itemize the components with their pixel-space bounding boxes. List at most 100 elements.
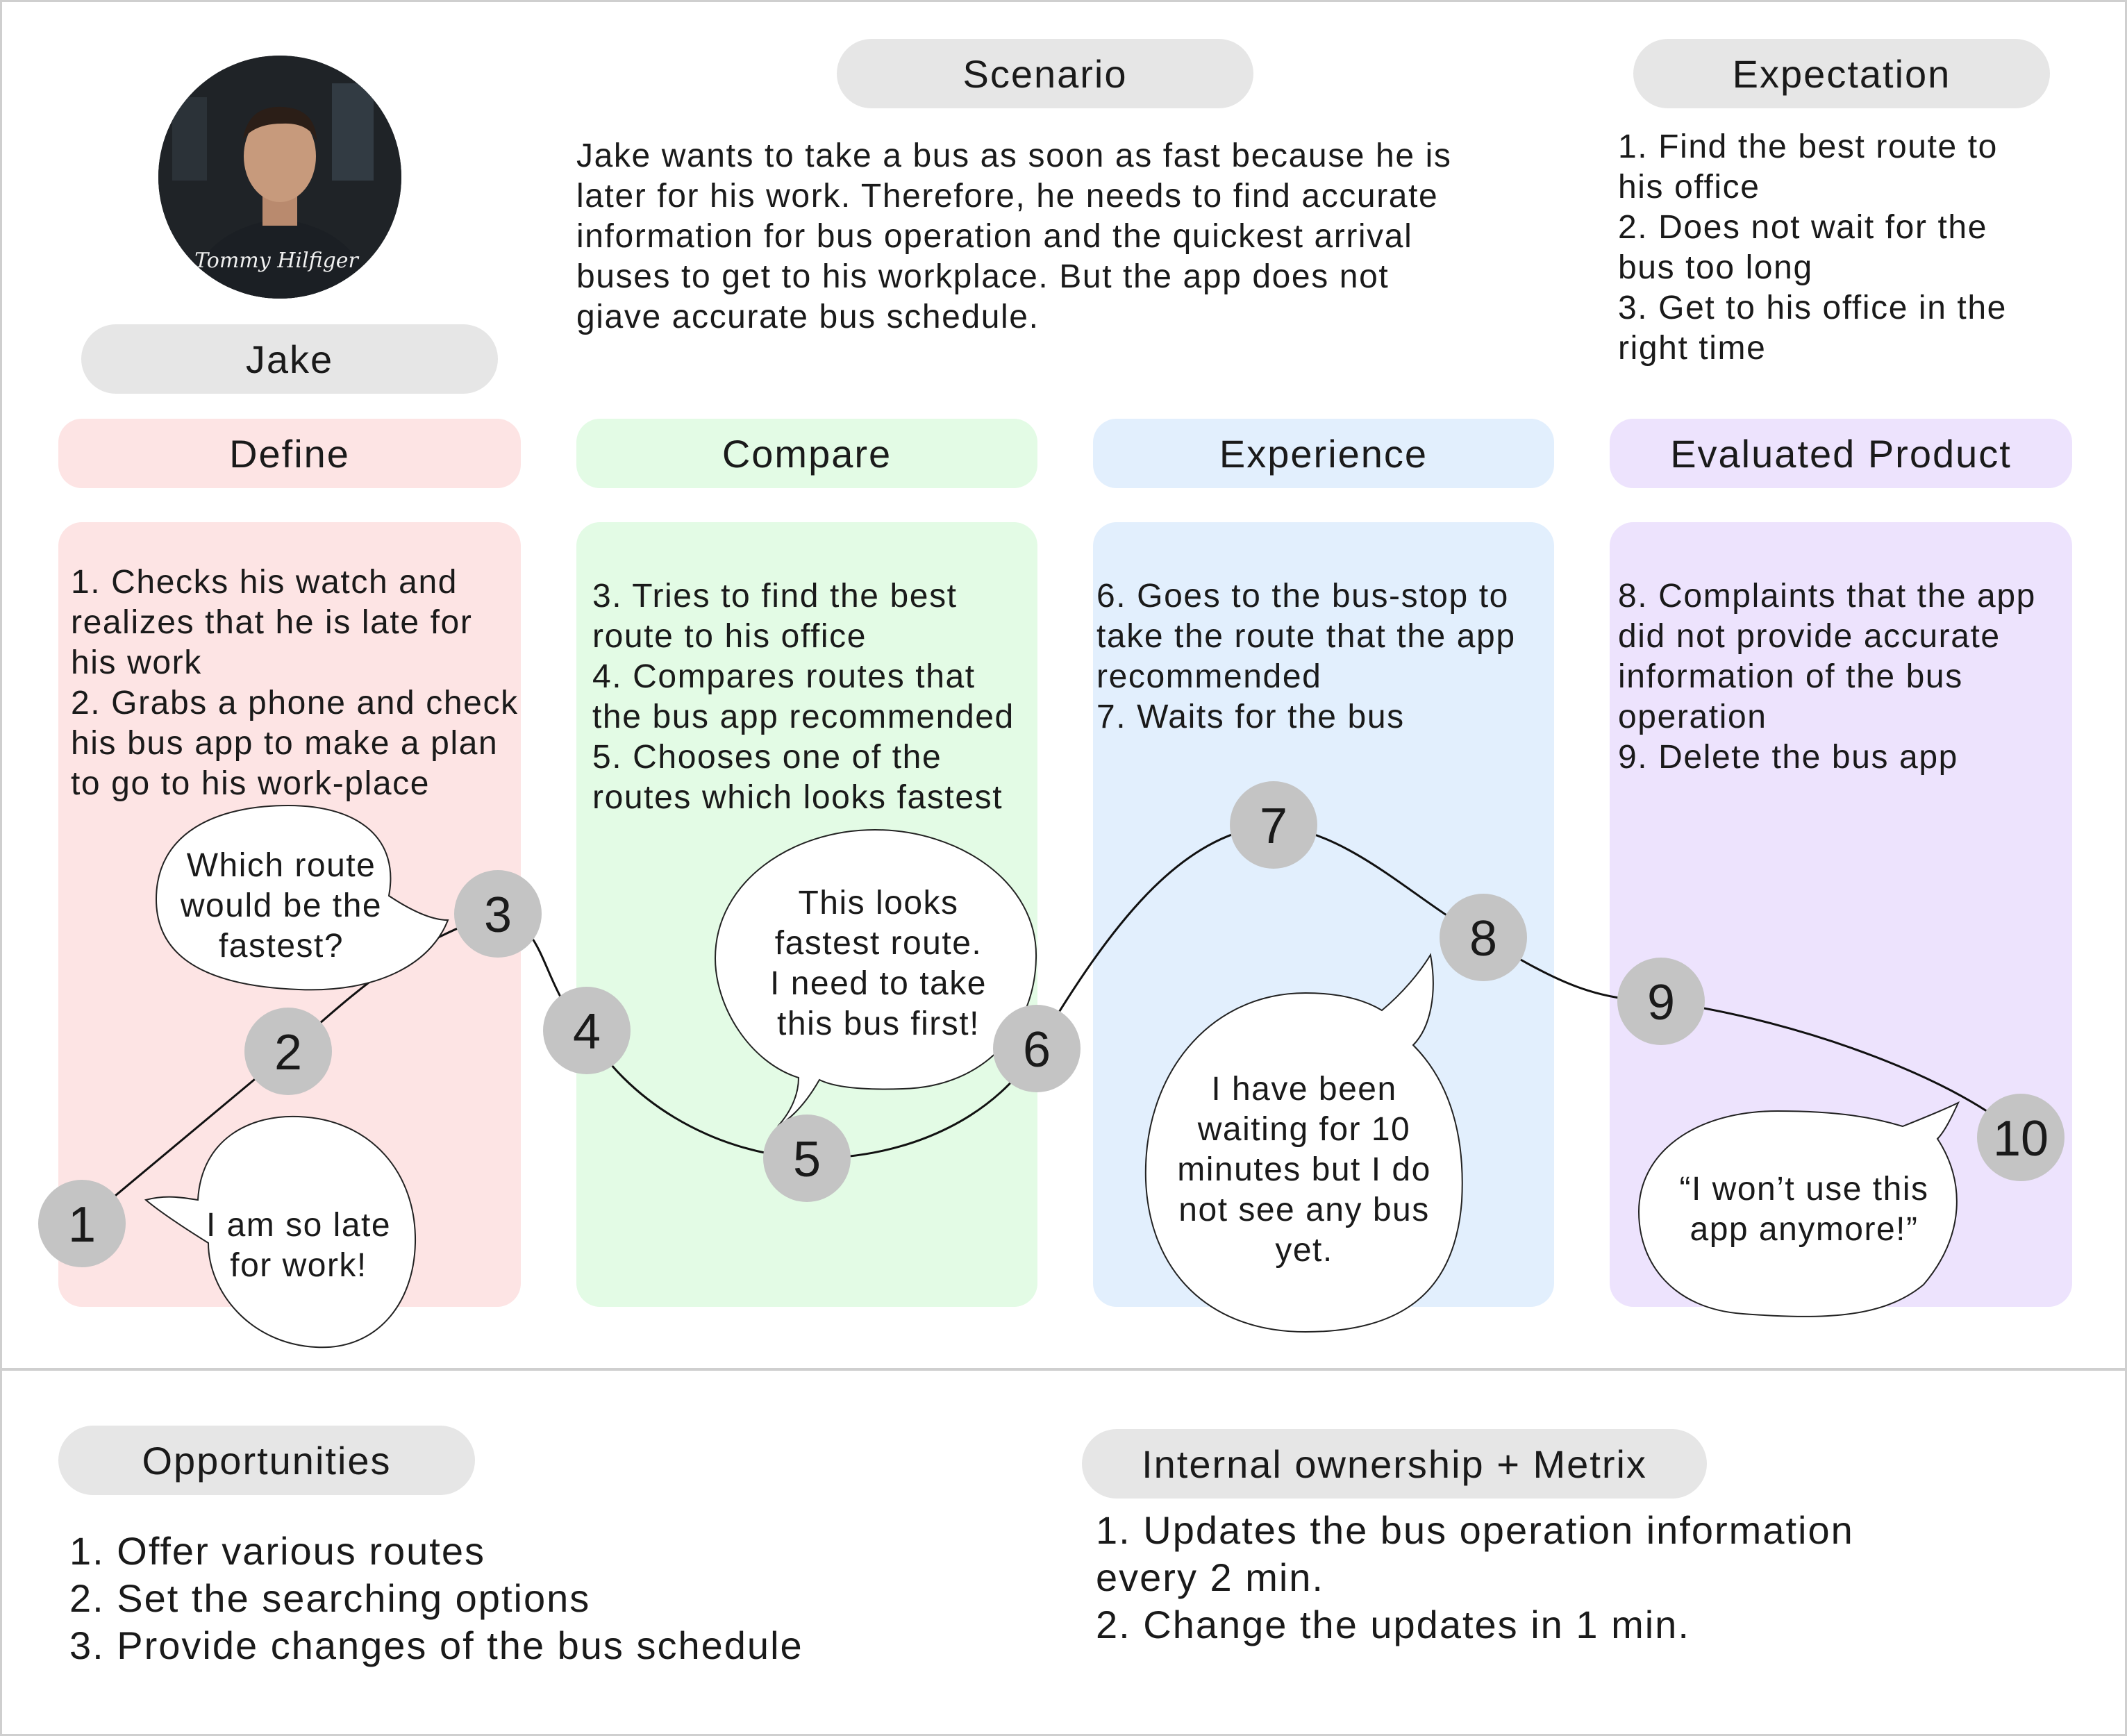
journey-node-6: 6 bbox=[993, 1005, 1081, 1092]
speech-bubble-waiting bbox=[1144, 953, 1463, 1333]
bubble-line: I need to take bbox=[770, 965, 987, 1002]
stage-experience-header: Experience bbox=[1093, 419, 1554, 488]
journey-node-7: 7 bbox=[1230, 781, 1317, 869]
stage-compare-steps: 3. Tries to find the best route to his o… bbox=[592, 576, 1015, 818]
step-line: route to his office bbox=[592, 618, 867, 655]
journey-node-10: 10 bbox=[1977, 1094, 2065, 1181]
expectation-line: bus too long bbox=[1618, 249, 1813, 286]
step-line: routes which looks fastest bbox=[592, 779, 1003, 816]
stage-evaluated-product-header: Evaluated Product bbox=[1610, 419, 2072, 488]
svg-text:4: 4 bbox=[573, 1004, 601, 1060]
svg-text:6: 6 bbox=[1023, 1022, 1051, 1078]
speech-bubble-which-route bbox=[155, 804, 449, 991]
stage-label: Compare bbox=[721, 431, 892, 476]
step-line: realizes that he is late for bbox=[71, 604, 473, 641]
stage-define-steps: 1. Checks his watch and realizes that he… bbox=[71, 562, 519, 804]
svg-text:5: 5 bbox=[793, 1132, 821, 1187]
scenario-line: buses to get to his workplace. But the a… bbox=[576, 258, 1390, 295]
persona-name: Jake bbox=[245, 337, 334, 381]
scenario-line: information for bus operation and the qu… bbox=[576, 218, 1413, 255]
stage-evaluated-product-steps: 8. Complaints that the app did not provi… bbox=[1618, 576, 2036, 778]
step-line: 5. Chooses one of the bbox=[592, 739, 942, 776]
expectation-text: 1. Find the best route to his office 2. … bbox=[1618, 127, 2007, 369]
bubble-line: waiting for 10 bbox=[1197, 1111, 1411, 1148]
scenario-heading: Scenario bbox=[962, 51, 1128, 96]
scenario-text: Jake wants to take a bus as soon as fast… bbox=[576, 136, 1451, 337]
scenario-line: later for his work. Therefore, he needs … bbox=[576, 178, 1439, 215]
bubble-line: Which route bbox=[187, 847, 376, 884]
opportunity-item: 1. Offer various routes bbox=[69, 1529, 485, 1573]
bubble-line: minutes but I do bbox=[1177, 1151, 1431, 1188]
ownership-item: 1. Updates the bus operation information bbox=[1096, 1508, 1854, 1552]
journey-node-5: 5 bbox=[763, 1115, 851, 1202]
step-line: operation bbox=[1618, 699, 1767, 735]
expectation-heading: Expectation bbox=[1732, 51, 1951, 96]
step-line: 7. Waits for the bus bbox=[1096, 699, 1405, 735]
step-line: take the route that the app bbox=[1096, 618, 1516, 655]
step-line: 2. Grabs a phone and check bbox=[71, 685, 519, 721]
bubble-line: I am so late bbox=[206, 1207, 391, 1244]
journey-node-8: 8 bbox=[1440, 894, 1527, 981]
section-divider bbox=[0, 1368, 2127, 1371]
bubble-text-waiting: I have been waiting for 10 minutes but I… bbox=[1177, 1071, 1431, 1269]
bubble-line: “I won’t use this bbox=[1680, 1171, 1929, 1208]
expectation-line: 2. Does not wait for the bbox=[1618, 209, 1987, 246]
ownership-heading: Internal ownership + Metrix bbox=[1142, 1442, 1647, 1486]
ownership-list: 1. Updates the bus operation information… bbox=[1096, 1507, 1854, 1649]
step-line: information of the bus bbox=[1618, 658, 1963, 695]
expectation-line: right time bbox=[1618, 330, 1767, 367]
step-line: 8. Complaints that the app bbox=[1618, 578, 2036, 615]
expectation-heading-pill: Expectation bbox=[1633, 39, 2050, 108]
bubble-line: not see any bus bbox=[1178, 1192, 1429, 1228]
speech-bubble-wont-use bbox=[1637, 1101, 1960, 1317]
bubble-text-so-late: I am so late for work! bbox=[206, 1207, 391, 1284]
bubble-line: would be the bbox=[180, 887, 382, 924]
bubble-line: fastest route. bbox=[775, 925, 982, 962]
persona-photo: Tommy Hilfiger bbox=[158, 56, 401, 299]
scenario-line: Jake wants to take a bus as soon as fast… bbox=[576, 137, 1452, 174]
svg-text:3: 3 bbox=[484, 887, 512, 943]
journey-node-3: 3 bbox=[454, 870, 542, 958]
bubble-text-wont-use: “I won’t use this app anymore!” bbox=[1680, 1171, 1929, 1248]
speech-bubble-fastest-route bbox=[714, 828, 1037, 1127]
journey-node-1: 1 bbox=[38, 1180, 126, 1267]
opportunity-item: 2. Set the searching options bbox=[69, 1576, 591, 1620]
ownership-heading-pill: Internal ownership + Metrix bbox=[1082, 1429, 1707, 1499]
step-line: to go to his work-place bbox=[71, 765, 431, 802]
bubble-text-fastest-route: This looks fastest route. I need to take… bbox=[770, 885, 987, 1042]
stage-compare-header: Compare bbox=[576, 419, 1037, 488]
speech-bubble-so-late bbox=[144, 1115, 417, 1349]
ownership-item: 2. Change the updates in 1 min. bbox=[1096, 1603, 1690, 1646]
expectation-line: 1. Find the best route to bbox=[1618, 128, 1998, 165]
svg-text:10: 10 bbox=[1993, 1111, 2049, 1167]
opportunity-item: 3. Provide changes of the bus schedule bbox=[69, 1624, 803, 1667]
svg-text:1: 1 bbox=[68, 1197, 96, 1253]
stage-define-header: Define bbox=[58, 419, 521, 488]
opportunities-heading-pill: Opportunities bbox=[58, 1426, 475, 1495]
svg-text:9: 9 bbox=[1647, 975, 1675, 1030]
stage-label: Define bbox=[229, 431, 350, 476]
step-line: the bus app recommended bbox=[592, 699, 1015, 735]
bubble-text-which-route: Which route would be the fastest? bbox=[180, 847, 382, 965]
expectation-line: 3. Get to his office in the bbox=[1618, 290, 2007, 326]
step-line: his bus app to make a plan bbox=[71, 725, 499, 762]
journey-node-9: 9 bbox=[1617, 958, 1705, 1045]
bubble-line: app anymore!” bbox=[1690, 1211, 1919, 1248]
step-line: 6. Goes to the bus-stop to bbox=[1096, 578, 1509, 615]
shirt-logo-text: Tommy Hilfiger bbox=[194, 249, 359, 273]
opportunities-heading: Opportunities bbox=[142, 1438, 392, 1483]
stage-experience-steps: 6. Goes to the bus-stop to take the rout… bbox=[1096, 576, 1516, 737]
scenario-line: giave accurate bus schedule. bbox=[576, 299, 1040, 335]
step-line: 4. Compares routes that bbox=[592, 658, 976, 695]
scenario-heading-pill: Scenario bbox=[837, 39, 1253, 108]
expectation-line: his office bbox=[1618, 169, 1760, 206]
step-line: recommended bbox=[1096, 658, 1322, 695]
ownership-item: every 2 min. bbox=[1096, 1555, 1324, 1599]
bubble-line: this bus first! bbox=[777, 1005, 980, 1042]
opportunities-list: 1. Offer various routes 2. Set the searc… bbox=[69, 1528, 803, 1669]
persona-name-pill: Jake bbox=[81, 324, 498, 394]
step-line: 3. Tries to find the best bbox=[592, 578, 958, 615]
svg-text:2: 2 bbox=[274, 1025, 302, 1080]
bubble-line: for work! bbox=[230, 1247, 367, 1284]
